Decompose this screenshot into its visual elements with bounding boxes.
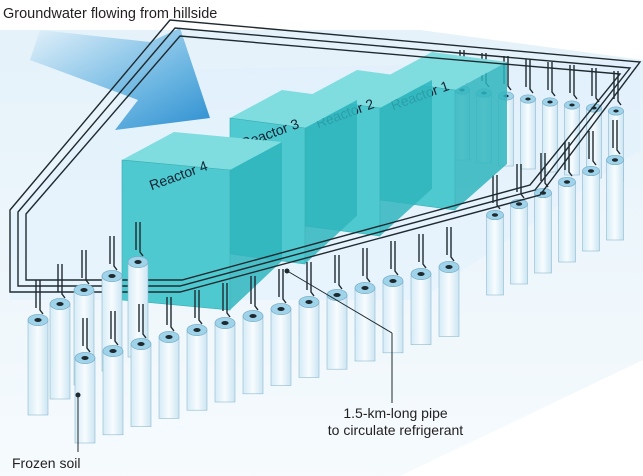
- pipe-label-line1: 1.5-km-long pipe: [343, 405, 448, 421]
- freeze-column: [186, 290, 208, 411]
- freeze-column: [242, 276, 264, 395]
- freeze-column: [542, 62, 558, 173]
- freeze-column: [438, 227, 460, 337]
- groundwater-label: Groundwater flowing from hillside: [3, 6, 218, 22]
- freeze-column: [270, 269, 292, 386]
- front-freeze-columns: [27, 222, 460, 444]
- freeze-column: [558, 142, 576, 263]
- freeze-column: [74, 318, 96, 444]
- freeze-column: [382, 241, 404, 354]
- freeze-column: [354, 248, 376, 362]
- freeze-column: [520, 59, 536, 170]
- freeze-column: [582, 131, 600, 252]
- freeze-column: [410, 234, 432, 345]
- freeze-column: [214, 283, 236, 403]
- pipe-label-line2: to circulate refrigerant: [327, 422, 464, 438]
- freeze-column: [130, 304, 152, 427]
- freeze-column: [27, 280, 49, 416]
- soil-leader: [75, 392, 81, 452]
- refrigerant-pipe: [9, 19, 642, 293]
- frozen-soil-label: Frozen soil: [12, 455, 81, 471]
- freeze-column: [298, 262, 320, 378]
- freeze-column: [510, 164, 528, 285]
- freeze-column: [49, 264, 71, 400]
- freeze-column: [326, 255, 348, 370]
- freeze-column: [486, 175, 504, 296]
- freeze-column: [102, 311, 124, 436]
- pipe-leader: [284, 268, 393, 403]
- freeze-column: [158, 297, 180, 419]
- pipe-label: 1.5-km-long pipe to circulate refrigeran…: [308, 405, 483, 439]
- pointer-dot-icon: [284, 268, 290, 274]
- freeze-column: [606, 120, 624, 241]
- back-freeze-columns: [454, 50, 624, 296]
